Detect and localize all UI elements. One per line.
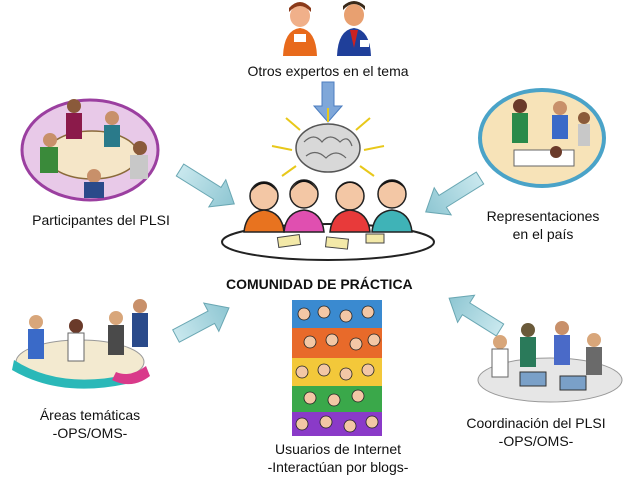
node-left-label: Participantes del PLSI	[32, 212, 170, 228]
node-right-line2: en el país	[512, 226, 574, 242]
node-bottom-right-line1: Coordinación del PLSI	[466, 415, 606, 431]
arrow-bottom-right	[448, 294, 505, 337]
internet-users-illustration	[292, 300, 382, 436]
node-right-label: Representaciones en el país	[478, 207, 608, 243]
node-bottom-left-line2: -OPS/OMS-	[52, 425, 128, 441]
node-bottom-right-line2: -OPS/OMS-	[498, 433, 574, 449]
node-bottom-right-label: Coordinación del PLSI -OPS/OMS-	[452, 414, 620, 450]
node-bottom-label: Usuarios de Internet -Interactúan por bl…	[246, 440, 430, 476]
node-top-label: Otros expertos en el tema	[247, 63, 409, 79]
node-bottom-left-label: Áreas temáticas -OPS/OMS-	[30, 406, 150, 442]
center-title: COMUNIDAD DE PRÁCTICA	[226, 276, 413, 292]
brain-illustration	[271, 108, 385, 177]
meeting-table-illustration	[221, 179, 435, 261]
experts-illustration	[283, 1, 371, 56]
participants-illustration	[20, 98, 160, 202]
node-bottom-line1: Usuarios de Internet	[274, 441, 402, 457]
node-right-line1: Representaciones	[486, 208, 600, 224]
coordination-illustration	[477, 321, 623, 403]
arrow-left	[175, 163, 235, 208]
thematic-areas-illustration	[12, 299, 150, 389]
representations-illustration	[478, 88, 606, 188]
arrow-right	[425, 171, 485, 216]
node-bottom-line2: -Interactúan por blogs-	[267, 459, 409, 475]
arrow-bottom-left	[172, 302, 230, 343]
arrow-top	[312, 81, 344, 123]
node-bottom-left-line1: Áreas temáticas	[39, 407, 141, 423]
